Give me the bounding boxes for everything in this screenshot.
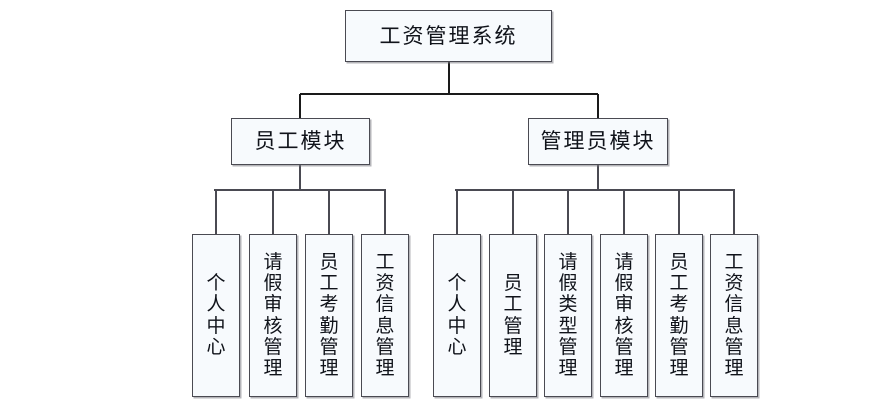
node-module-admin-label: 管理员模块 [540, 129, 656, 153]
node-adm-attendance[interactable]: 员工考勤管理 [655, 234, 703, 397]
node-emp-salary-info[interactable]: 工资信息管理 [361, 234, 409, 397]
node-adm-salary-info[interactable]: 工资信息管理 [710, 234, 758, 397]
node-adm-leave-type[interactable]: 请假类型管理 [544, 234, 592, 397]
node-adm-leave-type-label: 请假类型管理 [558, 250, 578, 380]
node-emp-attendance[interactable]: 员工考勤管理 [305, 234, 353, 397]
node-emp-leave-approval[interactable]: 请假审核管理 [249, 234, 297, 397]
node-module-employee-label: 员工模块 [254, 129, 347, 153]
node-adm-personal-center[interactable]: 个人中心 [433, 234, 481, 397]
node-emp-personal-center[interactable]: 个人中心 [192, 234, 240, 397]
node-adm-attendance-label: 员工考勤管理 [669, 250, 689, 380]
node-root-label: 工资管理系统 [379, 23, 518, 48]
node-adm-employee-mgmt-label: 员工管理 [503, 271, 523, 358]
node-adm-leave-approval-label: 请假审核管理 [614, 250, 634, 380]
node-adm-salary-info-label: 工资信息管理 [724, 250, 744, 380]
node-emp-salary-info-label: 工资信息管理 [375, 250, 395, 380]
node-emp-personal-center-label: 个人中心 [206, 271, 226, 358]
node-emp-leave-approval-label: 请假审核管理 [263, 250, 283, 380]
node-module-admin[interactable]: 管理员模块 [528, 118, 668, 165]
node-module-employee[interactable]: 员工模块 [231, 118, 370, 165]
node-adm-employee-mgmt[interactable]: 员工管理 [489, 234, 537, 397]
node-emp-attendance-label: 员工考勤管理 [319, 250, 339, 380]
node-adm-leave-approval[interactable]: 请假审核管理 [600, 234, 648, 397]
node-root-system[interactable]: 工资管理系统 [345, 10, 552, 62]
node-adm-personal-center-label: 个人中心 [447, 271, 467, 358]
